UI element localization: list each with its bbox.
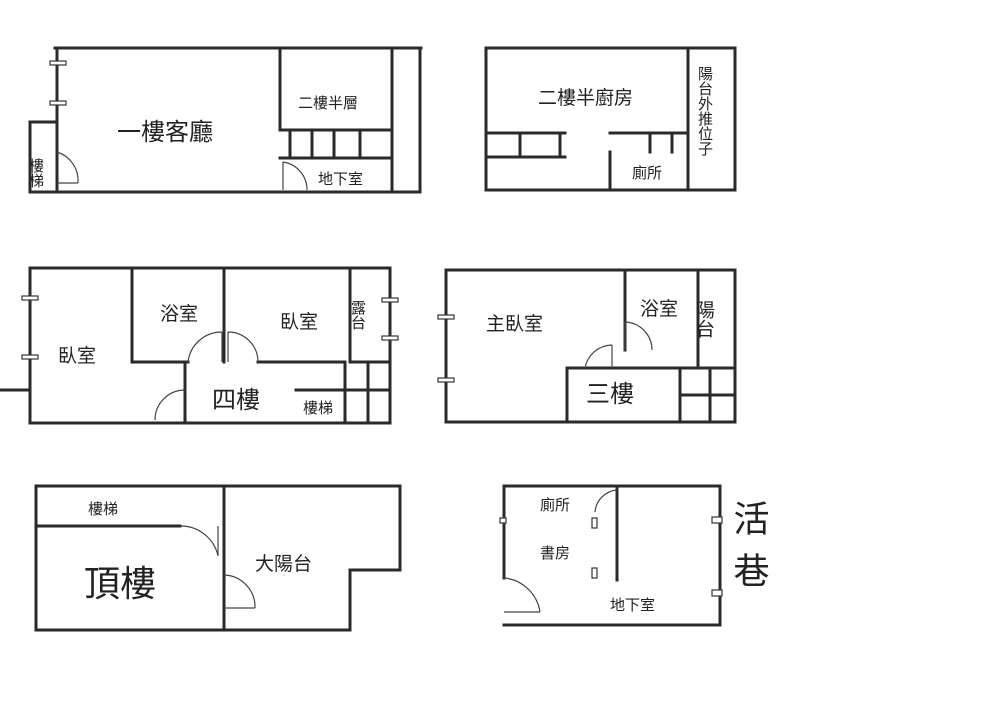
room-label: 廁所 <box>632 164 662 182</box>
room-label: 地下室 <box>318 170 363 188</box>
room-label: 二樓半層 <box>298 94 358 112</box>
plan-basement: 廁所 書房 地下室 <box>499 484 723 627</box>
floor-label: 三樓 <box>586 380 634 408</box>
room-label: 陽台 <box>693 300 715 338</box>
room-label: 廁所 <box>540 496 570 514</box>
room-label: 書房 <box>540 544 570 562</box>
alley-label: 活巷 <box>728 500 769 604</box>
room-label: 臥室 <box>58 345 96 367</box>
room-label: 大陽台 <box>255 553 312 575</box>
room-label: 樓梯 <box>27 158 45 188</box>
room-label: 浴室 <box>640 298 678 320</box>
plan-rooftop: 樓梯 頂樓 大陽台 <box>34 484 402 632</box>
floor-label: 四樓 <box>212 386 260 414</box>
room-label: 主臥室 <box>486 313 543 335</box>
room-label: 浴室 <box>160 303 198 325</box>
room-label: 樓梯 <box>303 399 333 417</box>
plan-second-half-floor: 二樓半廚房 廁所 陽台外推位子 <box>484 46 737 192</box>
room-label: 樓梯 <box>88 500 118 518</box>
room-label: 地下室 <box>610 596 655 614</box>
plan-third-floor: 主臥室 浴室 陽台 三樓 <box>437 268 737 424</box>
room-label: 陽台外推位子 <box>696 66 714 156</box>
room-label: 露台 <box>349 300 367 330</box>
room-label: 臥室 <box>280 311 318 333</box>
plan-fourth-floor: 浴室 臥室 臥室 露台 四樓 樓梯 <box>0 266 399 425</box>
plan-first-floor: 一樓客廳 二樓半層 地下室 樓梯 <box>27 46 423 194</box>
floor-label: 頂樓 <box>84 564 156 605</box>
room-label: 一樓客廳 <box>117 118 213 146</box>
room-label: 二樓半廚房 <box>538 86 633 109</box>
